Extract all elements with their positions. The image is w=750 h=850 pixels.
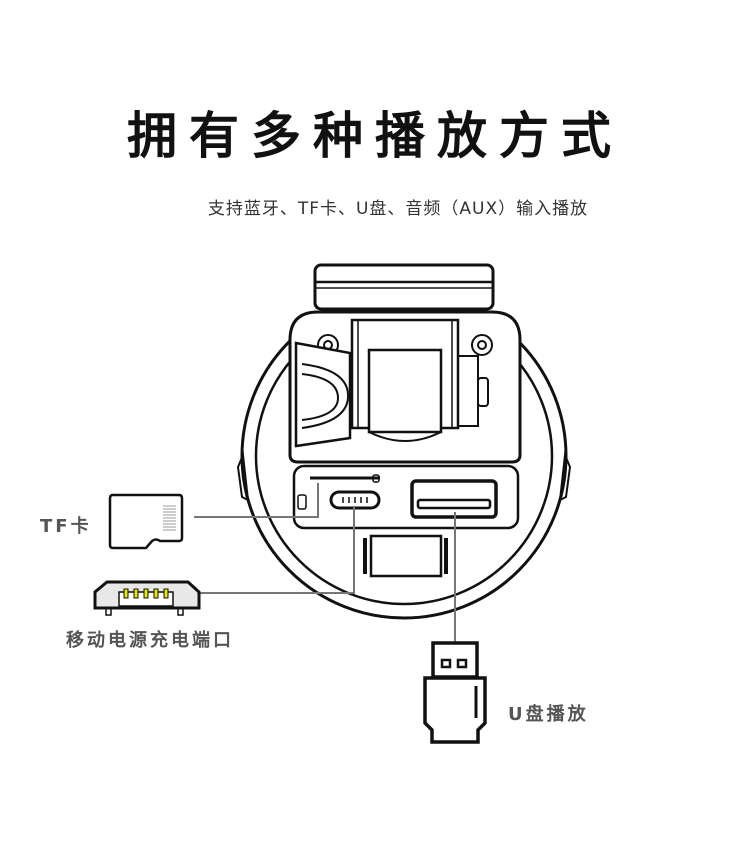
page-subtitle: 支持蓝牙、TF卡、U盘、音频（AUX）输入播放 [207,199,589,219]
leader-lines [194,483,456,642]
micro-usb-icon [93,580,201,616]
page-title: 拥有多种播放方式 [127,107,623,165]
usb-drive-icon [423,641,487,744]
tf-card-icon [108,493,184,550]
tf-card-label: TF卡 [40,516,92,537]
usb-play-label: U盘播放 [508,704,589,725]
car-charger-device [236,263,572,620]
power-port-label: 移动电源充电端口 [66,630,234,651]
